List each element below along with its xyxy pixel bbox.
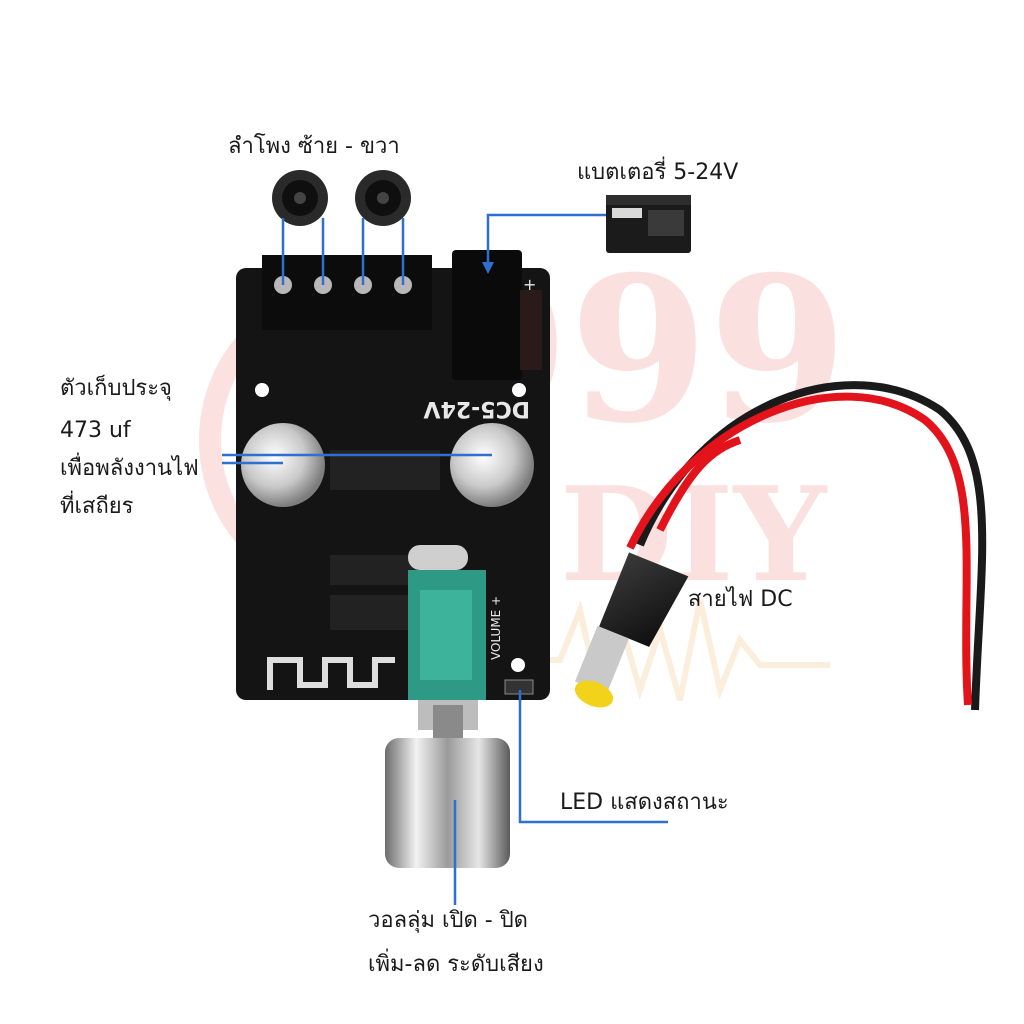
volume-label-line2: เพิ่ม-ลด ระดับเสียง [368, 952, 544, 977]
capacitor-label-line1: ตัวเก็บประจุ [60, 376, 172, 401]
bluetooth-antenna [267, 657, 395, 690]
pointer-lines [222, 213, 668, 905]
volume-label-line1: วอลลุ่ม เปิด - ปิด [368, 908, 528, 933]
speaker-left [272, 170, 328, 226]
dc-cable [626, 381, 987, 711]
speakers-label: ลำโพง ซ้าย - ขวา [228, 134, 400, 159]
dc-cable-label: สายไฟ DC [688, 587, 793, 612]
capacitor-label-line3: เพื่อพลังงานไฟ [60, 456, 199, 481]
battery [606, 195, 691, 253]
speaker-right [355, 170, 411, 226]
led-label: LED แสดงสถานะ [560, 790, 729, 815]
dc-plug [574, 552, 689, 708]
capacitor-label-line2: 473 uf [60, 418, 131, 443]
watermark-word: DIY [560, 458, 829, 611]
amplifier-board: DC5-24V VOLUME + + [236, 250, 550, 700]
amplifier-chip [330, 450, 440, 490]
capacitor-right [450, 423, 534, 507]
capacitor-left [241, 423, 325, 507]
board-volume-text: VOLUME + [489, 596, 503, 660]
capacitor-label-line4: ที่เสถียร [60, 494, 134, 519]
dc-jack [452, 250, 522, 380]
battery-label: แบตเตอรี่ 5-24V [577, 160, 739, 185]
board-plus-text: + [523, 275, 536, 294]
board-voltage-text: DC5-24V [424, 396, 531, 421]
volume-knob [385, 700, 510, 868]
